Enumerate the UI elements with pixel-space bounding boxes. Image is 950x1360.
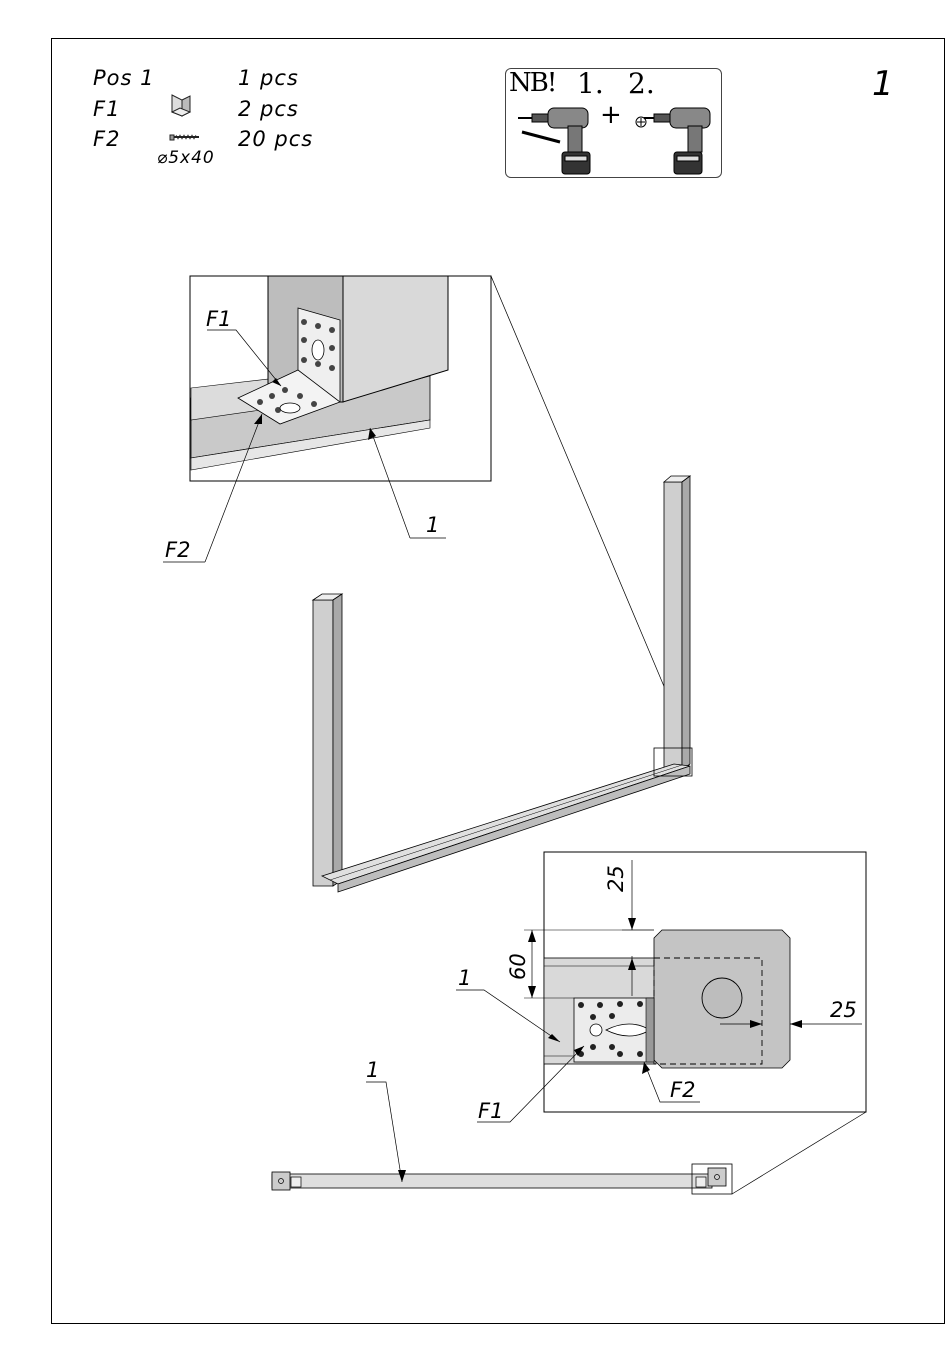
dimension-offset-right: 25 — [830, 998, 857, 1022]
dimension-height: 60 — [506, 953, 530, 980]
frame-assembly — [313, 476, 692, 892]
label-pos1-topview: 1 — [458, 966, 471, 990]
label-pos1-detail: 1 — [426, 513, 439, 537]
label-f2-topview: F2 — [670, 1078, 695, 1102]
label-f1-detail: F1 — [206, 307, 231, 331]
detail-view-top — [456, 852, 866, 1122]
label-pos1-plan: 1 — [366, 1058, 379, 1082]
label-f1-topview: F1 — [478, 1099, 503, 1123]
dimension-offset-top: 25 — [604, 865, 628, 892]
label-f2-detail: F2 — [165, 538, 190, 562]
